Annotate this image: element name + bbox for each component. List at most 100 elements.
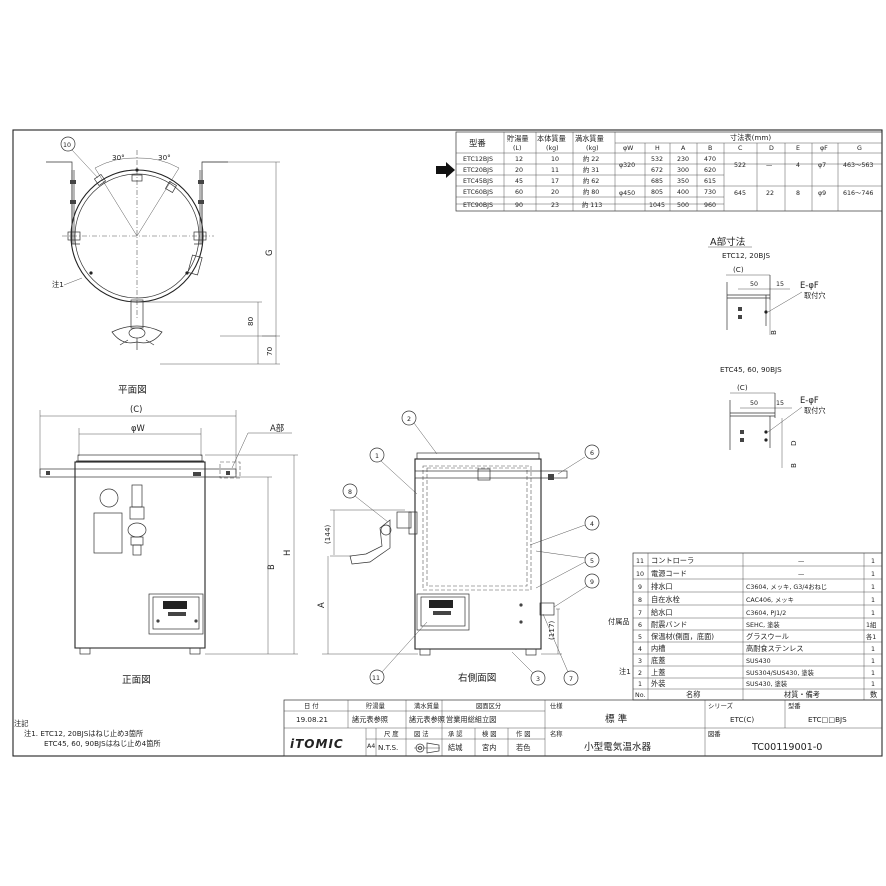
svg-text:6: 6 — [590, 450, 594, 457]
parts-qty: 1 — [871, 558, 875, 565]
spec-rows: ETC12BJS 12 10 約 22 532 230 470 ETC20BJS… — [463, 154, 873, 209]
side-dim-117: (117) — [547, 620, 556, 640]
tb-series: ETC(C) — [730, 715, 754, 724]
parts-mat: SUS430 — [746, 658, 771, 665]
spec-cell: 300 — [677, 167, 689, 174]
spec-cell: 645 — [734, 190, 746, 197]
front-view-title: 正面図 — [122, 675, 151, 686]
svg-text:9: 9 — [590, 579, 594, 586]
parts-name: 排水口 — [651, 582, 673, 591]
parts-mat: C3604, PJ1/2 — [746, 610, 786, 617]
parts-qty: 1 — [871, 646, 875, 653]
spec-cell: ETC20BJS — [463, 167, 493, 174]
callout-10 — [60, 136, 76, 152]
spec-cell: ETC12BJS — [463, 156, 493, 163]
parts-mat: CAC406, メッキ — [746, 597, 794, 604]
dim-header-g: G — [857, 145, 862, 152]
spec-cell: φ9 — [818, 190, 826, 197]
tb-full-label: 満水質量 — [414, 701, 440, 710]
detail-a-50-1: 50 — [750, 281, 758, 288]
parts-qty: 1 — [871, 658, 875, 665]
front-dim-h: H — [282, 550, 292, 556]
parts-header-no: No. — [635, 692, 645, 699]
spec-cell: 17 — [551, 178, 559, 185]
parts-name: 電源コード — [651, 569, 687, 578]
spec-cell: 400 — [677, 189, 689, 196]
callout-5: 5 — [535, 550, 600, 589]
tb-proj-label: 図 法 — [414, 729, 429, 738]
parts-mat: グラスウール — [746, 632, 789, 641]
parts-name: コントローラ — [651, 556, 694, 565]
spec-cell: ETC45BJS — [463, 178, 493, 185]
parts-no: 11 — [636, 558, 644, 565]
tb-name: 小型電気温水器 — [584, 741, 652, 753]
detail-a-b1: B — [769, 330, 778, 335]
dim-header-d: D — [769, 145, 774, 152]
tb-draw: 若色 — [516, 743, 530, 752]
notes-line1: 注1. ETC12, 20BJSはねじ止め3箇所 — [24, 729, 143, 738]
tb-spec-label: 仕様 — [550, 701, 563, 710]
tb-series-label: シリーズ — [708, 701, 733, 710]
spec-cell: 8 — [796, 190, 800, 197]
spec-header-full: 満水質量 — [575, 134, 604, 143]
parts-mat: — — [798, 571, 804, 578]
callout-2: 2 — [401, 410, 438, 455]
spec-header-vol: 貯湯量 — [507, 134, 529, 143]
detail-a-sub2: ETC45, 60, 90BJS — [720, 365, 782, 374]
plan-note1: 注1 — [52, 280, 64, 289]
detail-a-sub1: ETC12, 20BJS — [722, 251, 770, 260]
parts-list: 11 コントローラ — 1 10 電源コード — 1 9 排水口 C3604, … — [608, 552, 883, 701]
spec-cell: 805 — [651, 189, 663, 196]
tb-scale: N.T.S. — [378, 743, 398, 752]
tb-date-label: 日 付 — [304, 701, 319, 710]
parts-qty: 1 — [871, 571, 875, 578]
parts-qty: 1 — [871, 597, 875, 604]
parts-no: 10 — [636, 571, 644, 578]
plan-dim-g: G — [264, 250, 274, 257]
callout-6: 6 — [557, 444, 600, 475]
tb-name-label: 名称 — [550, 729, 563, 738]
dim-header-f: φF — [820, 145, 828, 152]
spec-unit-mass: (kg) — [546, 145, 559, 152]
parts-qty: 1 — [871, 670, 875, 677]
parts-name: 外装 — [651, 679, 665, 688]
parts-qty: 1 — [871, 610, 875, 617]
tb-model-label: 型番 — [788, 701, 801, 710]
front-dim-b: B — [266, 564, 276, 570]
tb-model: ETC□□BJS — [808, 715, 847, 724]
spec-header-mass: 本体質量 — [537, 134, 566, 143]
spec-cell: 615 — [704, 178, 716, 185]
row-pointer-arrow-icon — [436, 162, 455, 178]
spec-header-dims: 寸法表(mm) — [730, 133, 771, 142]
spec-cell: 10 — [551, 156, 559, 163]
spec-cell: 1045 — [649, 202, 665, 209]
dim-header-e: E — [796, 145, 800, 152]
spec-cell: 730 — [704, 189, 716, 196]
callout-8: 8 — [342, 483, 389, 523]
parts-header-qty: 数 — [870, 690, 877, 699]
svg-text:5: 5 — [590, 558, 594, 565]
tb-aa: A4 — [367, 743, 375, 750]
detail-a-holenote2: 取付穴 — [804, 406, 826, 415]
tb-brand-logo: iTOMIC — [290, 737, 344, 751]
spec-cell: 90 — [515, 202, 523, 209]
tb-date: 19.08.21 — [296, 715, 328, 724]
spec-cell: 620 — [704, 167, 716, 174]
dim-header-w: φW — [623, 145, 634, 152]
callout-1: 1 — [369, 447, 418, 495]
plan-dim-80: 80 — [246, 316, 255, 326]
spec-cell: 532 — [651, 156, 663, 163]
parts-no: 8 — [638, 597, 642, 604]
parts-name: 自在水栓 — [651, 595, 680, 604]
svg-text:7: 7 — [569, 676, 573, 683]
right-view: (144) A (117) 1 2 3 4 5 6 7 8 9 11 右側面図 — [316, 410, 600, 686]
side-dim-a: A — [316, 602, 326, 608]
parts-mat: — — [798, 558, 804, 565]
spec-cell: 20 — [515, 167, 523, 174]
parts-qty: 各1 — [866, 632, 876, 641]
spec-cell: 672 — [651, 167, 663, 174]
right-view-title: 右側面図 — [458, 672, 496, 684]
spec-cell: φ450 — [619, 190, 635, 197]
callout-3: 3 — [511, 651, 546, 686]
parts-name: 底蓋 — [651, 656, 665, 665]
